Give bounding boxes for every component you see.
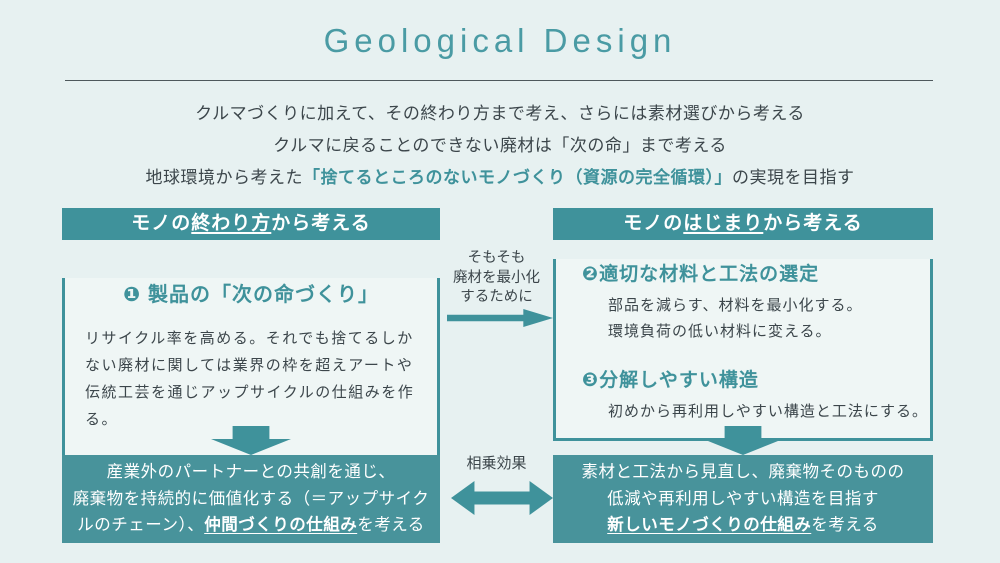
minimize-note: そもそも 廃材を最小化 するために	[440, 249, 553, 308]
outcome-text: を考える	[811, 516, 879, 535]
step-3-description: 初めから再利用しやすい構造と工法にする。	[608, 399, 930, 425]
end-of-life-panel-header: モノの終わり方から考える	[62, 208, 440, 240]
title-divider	[65, 80, 933, 81]
page-title: Geological Design	[323, 22, 677, 59]
step-2-description-line: 環境負荷の低い材料に変える。	[608, 323, 832, 341]
partnership-outcome-box: 産業外のパートナーとの共創を通じ、 廃棄物を持続的に価値化する（＝アップサイク …	[62, 455, 440, 543]
new-manufacturing-outcome-box: 素材と工法から見直し、廃棄物そのものの 低減や再利用しやすい構造を目指す 新しい…	[553, 455, 933, 543]
step-3-description-line: 初めから再利用しやすい構造と工法にする。	[608, 402, 929, 420]
partnership-outcome-line: 廃棄物を持続的に価値化する（＝アップサイク	[72, 489, 430, 508]
right-arrow-icon	[447, 309, 553, 327]
step-2-description-line: 部品を減らす、材料を最小化する。	[608, 297, 863, 314]
outcome-emphasis: 仲間づくりの仕組み	[204, 516, 358, 535]
intro-line-2: クルマに戻ることのできない廃材は「次の命」まで考える	[273, 136, 727, 155]
new-manufacturing-line: 新しいモノづくりの仕組みを考える	[553, 512, 933, 538]
step-2-badge-icon: ❷	[582, 264, 600, 285]
goal-prefix: 地球環境から考えた	[145, 168, 303, 187]
partnership-outcome-line: 産業外のパートナーとの共創を通じ、	[106, 463, 396, 482]
step-2-description: 部品を減らす、材料を最小化する。 環境負荷の低い材料に変える。	[608, 293, 930, 346]
synergy-label: 相乗効果	[466, 455, 527, 472]
beginning-panel-body: ❷適切な材料と工法の選定 部品を減らす、材料を最小化する。 環境負荷の低い材料に…	[553, 259, 933, 441]
step-1-description: リサイクル率を高める。それでも捨てるしかない廃材に関しては業界の枠を超えアートや…	[85, 330, 415, 428]
goal-suffix: の実現を目指す	[732, 168, 855, 187]
step-3-title-text: 分解しやすい構造	[599, 369, 759, 391]
header-text: から考える	[271, 213, 371, 234]
step-1-badge-icon: ❶	[123, 284, 141, 306]
minimize-note-line: 廃材を最小化	[453, 269, 540, 286]
step-1-title-text: 製品の「次の命づくり」	[147, 284, 379, 306]
header-text: から考える	[763, 213, 863, 234]
header-underlined-text: はじまり	[683, 213, 764, 234]
step-1-title: ❶ 製品の「次の命づくり」	[65, 278, 437, 307]
step-2-title: ❷適切な材料と工法の選定	[582, 259, 930, 286]
beginning-panel-header: モノのはじまりから考える	[553, 208, 933, 240]
partnership-outcome-line: ルのチェーン）、仲間づくりの仕組みを考える	[62, 512, 440, 538]
new-manufacturing-line: 素材と工法から見直し、廃棄物そのものの	[581, 463, 905, 482]
header-text: モノの	[623, 213, 684, 234]
minimize-note-line: そもそも	[467, 250, 526, 266]
double-arrow-icon	[451, 481, 553, 515]
intro-line-3: 地球環境から考えた「捨てるところのないモノづくり（資源の完全循環）」の実現を目指…	[0, 163, 1000, 188]
minimize-note-line: するために	[460, 289, 533, 306]
outcome-text: を考える	[357, 516, 425, 535]
step-3-badge-icon: ❸	[582, 369, 600, 391]
end-of-life-panel: モノの終わり方から考える ❶ 製品の「次の命づくり」 リサイクル率を高める。それで…	[62, 208, 440, 460]
step-3-title: ❸分解しやすい構造	[582, 365, 930, 392]
header-underlined-text: 終わり方	[191, 213, 272, 234]
outcome-emphasis: 新しいモノづくりの仕組み	[607, 516, 812, 535]
new-manufacturing-line: 低減や再利用しやすい構造を目指す	[607, 489, 879, 508]
header-text: モノの	[131, 213, 192, 234]
outcome-text: ルのチェーン）、	[77, 516, 205, 535]
beginning-panel: モノのはじまりから考える ❷適切な材料と工法の選定 部品を減らす、材料を最小化す…	[553, 208, 933, 441]
intro-line-1: クルマづくりに加えて、その終わり方まで考え、さらには素材選びから考える	[195, 104, 805, 123]
step-2-title-text: 適切な材料と工法の選定	[599, 264, 820, 285]
goal-highlight: 「捨てるところのないモノづくり（資源の完全循環）」	[303, 168, 732, 187]
